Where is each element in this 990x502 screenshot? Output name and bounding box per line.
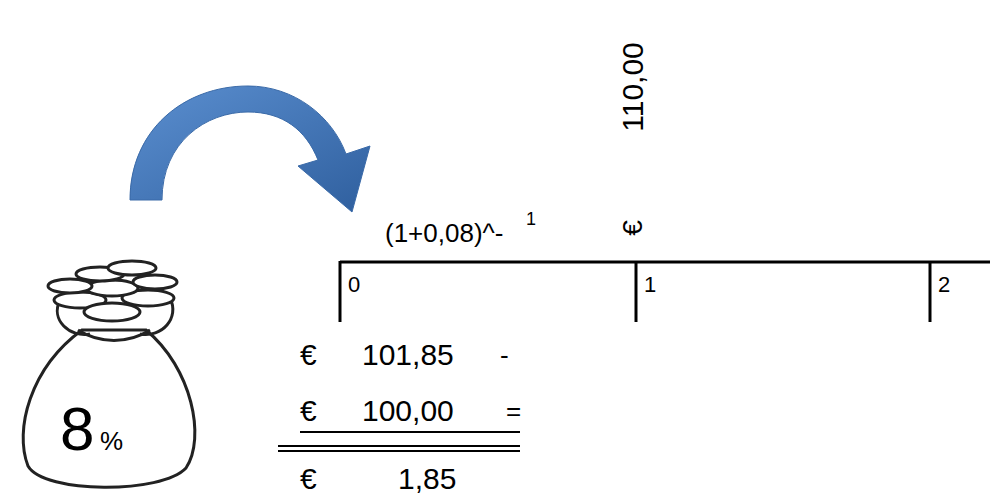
discount-factor: (1+0,08)^- (385, 220, 503, 246)
percentage-sign: % (100, 428, 123, 454)
timeline (340, 261, 990, 264)
tick (929, 261, 932, 322)
period-number: 2 (938, 274, 950, 296)
operator: = (506, 398, 521, 424)
money-bag (23, 261, 195, 487)
amount: 101,85 (362, 340, 454, 370)
tick (339, 261, 342, 322)
amount: 100,00 (362, 396, 454, 426)
period-number: 0 (348, 274, 360, 296)
currency-sign: € (300, 396, 317, 426)
percentage-number: 8 (60, 398, 94, 460)
double-line (278, 445, 520, 447)
currency-sign: € (300, 464, 317, 494)
amount: 1,85 (398, 464, 456, 494)
underline (300, 431, 520, 433)
currency-sign: € (619, 220, 647, 236)
tick (635, 261, 638, 322)
period-number: 1 (644, 274, 656, 296)
exponent: 1 (526, 210, 536, 228)
operator: - (500, 342, 509, 368)
double-line (278, 450, 520, 452)
amount: 110,00 (618, 42, 648, 132)
curved-arrow (130, 86, 370, 212)
currency-sign: € (300, 340, 317, 370)
